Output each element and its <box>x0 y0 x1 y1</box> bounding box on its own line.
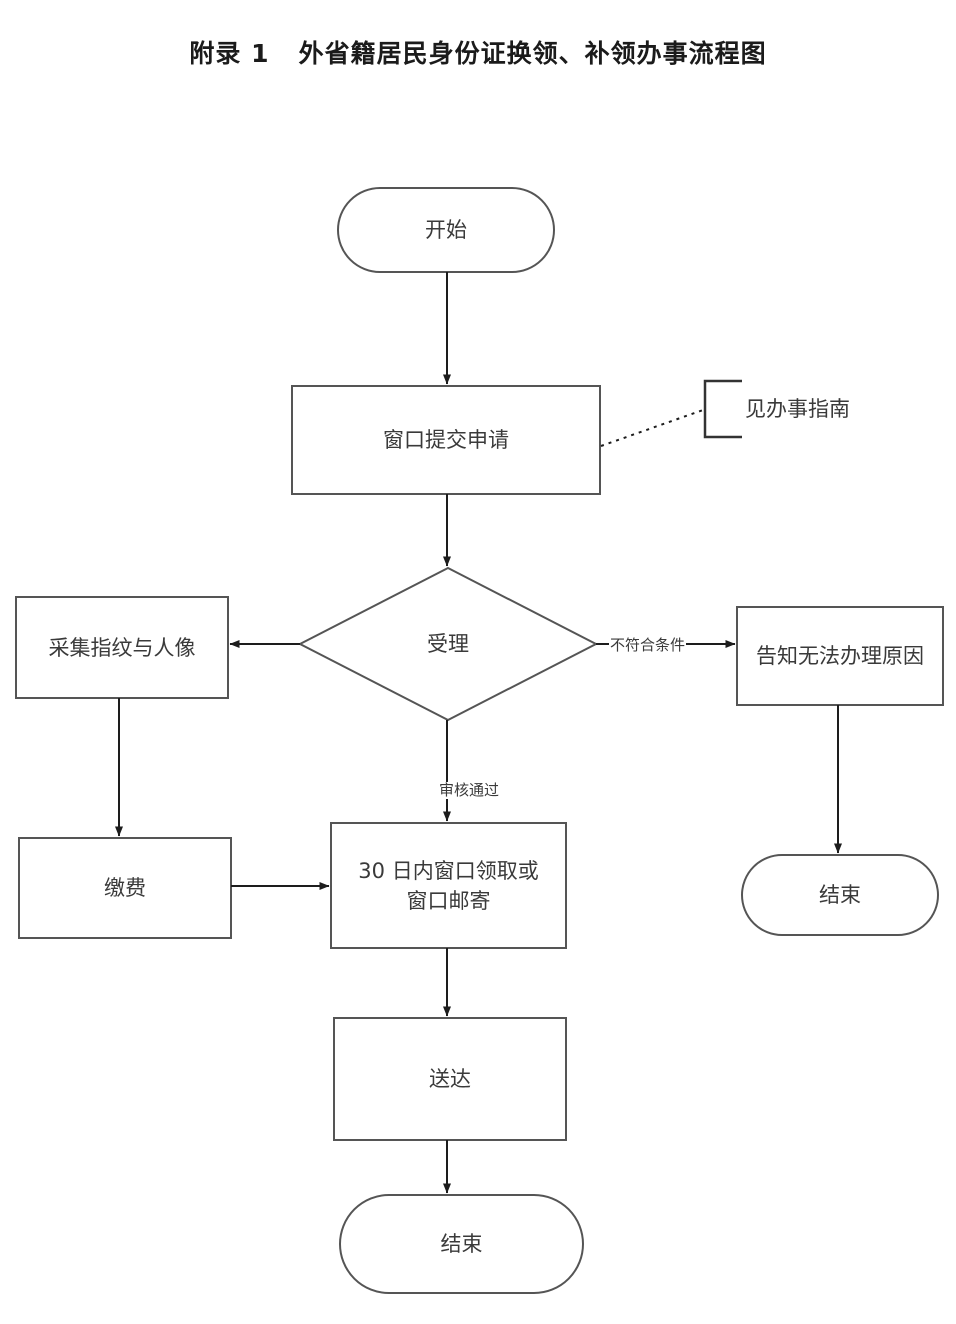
node-submit-shape <box>291 385 601 495</box>
node-collect-shape <box>15 596 229 699</box>
edge-submit-to-guide-note <box>600 409 704 447</box>
edge-label-not-qualified: 不符合条件 <box>609 636 687 654</box>
page-title: 附录 1 外省籍居民身份证换领、补领办事流程图 <box>189 39 767 68</box>
annotation-guide-note: 见办事指南 <box>745 397 850 421</box>
edge-label-review-passed: 审核通过 <box>438 781 501 799</box>
node-end-right-shape <box>741 854 939 936</box>
node-start-shape <box>337 187 555 273</box>
node-deliver-shape <box>333 1017 567 1141</box>
node-accept-shape <box>297 566 599 722</box>
node-notify-shape <box>736 606 944 706</box>
guide-note-bracket <box>703 379 742 439</box>
node-end-bottom-shape <box>339 1194 584 1294</box>
node-pickup-shape <box>330 822 567 949</box>
node-pay-shape <box>18 837 232 939</box>
